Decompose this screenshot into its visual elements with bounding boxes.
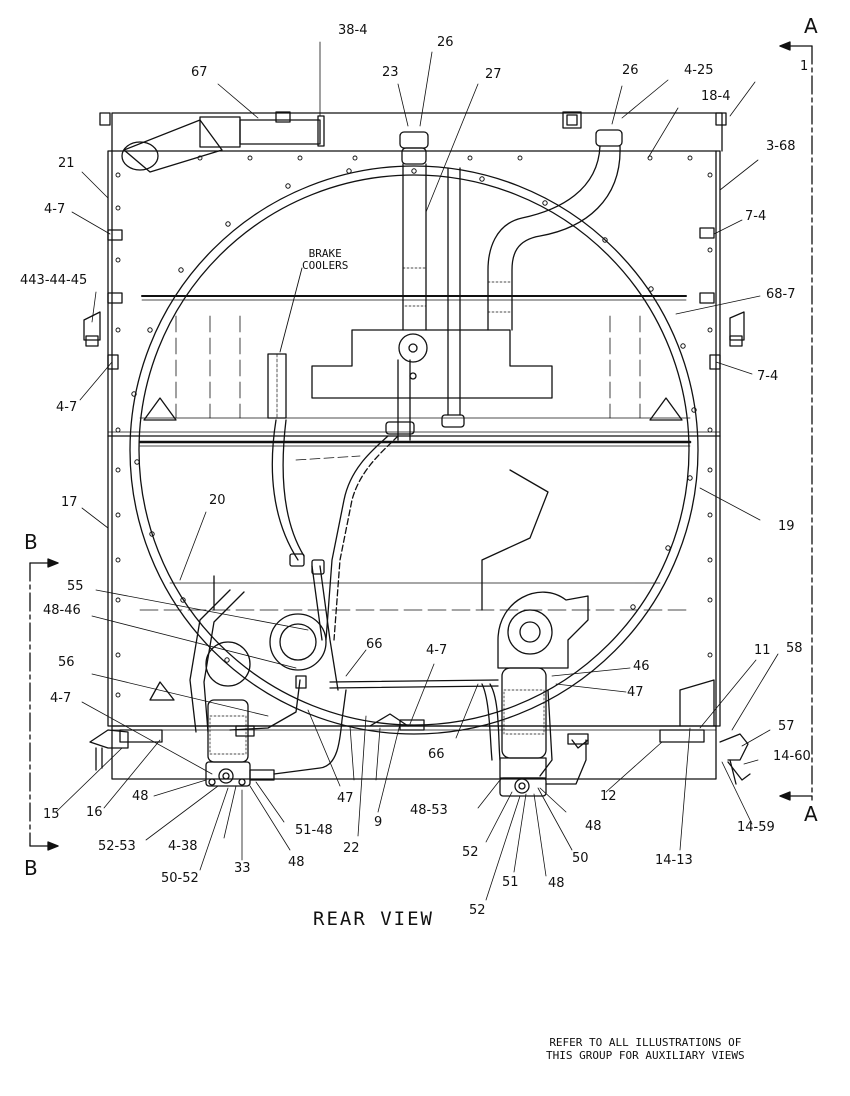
footnote-line-2: THIS GROUP FOR AUXILIARY VIEWS — [546, 1049, 745, 1062]
bottom-brackets — [89, 679, 751, 785]
callout-47-b: 47 — [337, 791, 354, 806]
callout-38-4: 38-4 — [338, 23, 368, 38]
callout-52-53: 52-53 — [98, 839, 136, 854]
side-studs — [83, 227, 745, 370]
callout-7-4-a: 7-4 — [745, 209, 767, 224]
section-marker-a-bottom: A — [804, 802, 818, 826]
callout-52-a: 52 — [462, 845, 479, 860]
frame-bolts — [115, 155, 713, 698]
top-elbow-pipe — [121, 111, 325, 173]
callout-48-53: 48-53 — [410, 803, 448, 818]
callout-14-59: 14-59 — [737, 820, 775, 835]
core-and-fan — [138, 295, 692, 701]
callout-20: 20 — [209, 493, 226, 508]
callout-4-7-a: 4-7 — [44, 202, 66, 217]
brake-coolers-label-line-2: COOLERS — [302, 259, 349, 272]
callout-3-68: 3-68 — [766, 139, 796, 154]
callout-7-4-b: 7-4 — [757, 369, 779, 384]
callout-443-44-45: 443-44-45 — [20, 273, 88, 288]
callout-4-7-d: 4-7 — [50, 691, 72, 706]
callout-52-b: 52 — [469, 903, 486, 918]
callout-57: 57 — [778, 719, 795, 734]
leader-lines — [55, 41, 779, 901]
section-marker-b-bottom: B — [24, 856, 38, 880]
callout-27: 27 — [485, 67, 502, 82]
callout-26-left: 26 — [437, 35, 454, 50]
callout-12: 12 — [600, 789, 617, 804]
callout-18-4: 18-4 — [701, 89, 731, 104]
callout-47-a: 47 — [627, 685, 644, 700]
footnote-line-1: REFER TO ALL ILLUSTRATIONS OF — [549, 1036, 742, 1049]
callout-67: 67 — [191, 65, 208, 80]
callout-15: 15 — [43, 807, 60, 822]
callout-55: 55 — [67, 579, 84, 594]
fan-shroud-ring — [129, 165, 699, 735]
callout-4-7-c: 4-7 — [426, 643, 448, 658]
callout-4-25: 4-25 — [684, 63, 714, 78]
section-marker-a-top: A — [804, 14, 818, 38]
radiator-frame — [99, 111, 727, 780]
brake-coolers — [267, 267, 305, 567]
callout-16: 16 — [86, 805, 103, 820]
coolant-tubes — [385, 129, 623, 441]
brake-coolers-label-line-1: BRAKE — [308, 247, 342, 260]
callout-17: 17 — [61, 495, 78, 510]
callout-48-b: 48 — [585, 819, 602, 834]
callout-9: 9 — [374, 815, 383, 830]
callout-58: 58 — [786, 641, 803, 656]
callout-68-7: 68-7 — [766, 287, 796, 302]
section-lines — [29, 41, 813, 851]
callout-48-d: 48 — [548, 876, 565, 891]
callout-66-a: 66 — [366, 637, 383, 652]
callout-48-c: 48 — [288, 855, 305, 870]
callout-46: 46 — [633, 659, 650, 674]
footnote: REFER TO ALL ILLUSTRATIONS OF THIS GROUP… — [546, 1036, 745, 1062]
callout-23: 23 — [382, 65, 399, 80]
callout-48-a: 48 — [132, 789, 149, 804]
callout-33: 33 — [234, 861, 251, 876]
callout-14-60: 14-60 — [773, 749, 811, 764]
callout-51: 51 — [502, 875, 519, 890]
left-filter-assembly — [189, 589, 347, 787]
return-lines — [295, 435, 399, 691]
callout-50-52: 50-52 — [161, 871, 199, 886]
shroud-bolts — [131, 168, 697, 663]
callout-22: 22 — [343, 841, 360, 856]
callout-56: 56 — [58, 655, 75, 670]
view-title: REAR VIEW — [313, 908, 434, 930]
callout-11: 11 — [754, 643, 771, 658]
callout-19: 19 — [778, 519, 795, 534]
right-filter-assembly — [481, 591, 589, 797]
callout-50: 50 — [572, 851, 589, 866]
callout-14-13: 14-13 — [655, 853, 693, 868]
callout-21: 21 — [58, 156, 75, 171]
callout-51-48: 51-48 — [295, 823, 333, 838]
callout-4-38: 4-38 — [168, 839, 198, 854]
callout-4-7-b: 4-7 — [56, 400, 78, 415]
callout-26-right: 26 — [622, 63, 639, 78]
callout-66-b: 66 — [428, 747, 445, 762]
callout-1: 1 — [800, 59, 809, 74]
brake-coolers-label: BRAKE COOLERS — [302, 248, 348, 272]
section-marker-b-top: B — [24, 530, 38, 554]
callout-48-46: 48-46 — [43, 603, 81, 618]
